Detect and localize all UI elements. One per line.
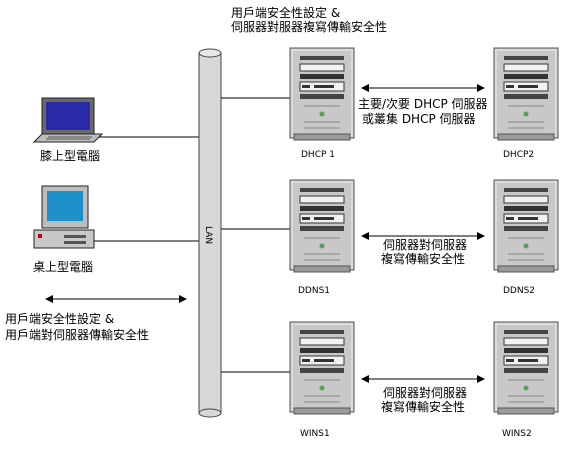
dhcp1-server-icon [289, 47, 355, 141]
wins1-server-icon [289, 321, 355, 415]
desktop-icon [33, 185, 95, 249]
lan-label: LAN [203, 226, 213, 244]
dhcp-link-line1: 主要/次要 DHCP 伺服器 [358, 97, 488, 111]
laptop-icon [32, 97, 104, 143]
ddns1-server-icon [289, 179, 355, 273]
ddns2-label: DDNS2 [503, 286, 535, 296]
dhcp-link-line2: 或叢集 DHCP 伺服器 [362, 111, 476, 126]
lan-security-note-line2: 伺服器對服器複寫傳輸安全性 [231, 19, 387, 34]
dhcp1-label: DHCP 1 [301, 150, 335, 160]
dhcp2-label: DHCP2 [503, 150, 534, 160]
ddns2-server-icon [493, 179, 559, 273]
client-security-note-line1: 用戶端安全性設定 & [5, 311, 114, 326]
wins-link-line1: 伺服器對伺服器 [383, 386, 467, 400]
ddns-link-line1: 伺服器對伺服器 [383, 238, 467, 252]
ddns-link-line2: 複寫傳輸安全性 [381, 251, 465, 266]
wins2-label: WINS2 [502, 429, 532, 439]
desktop-label: 桌上型電腦 [33, 259, 93, 274]
wins1-label: WINS1 [300, 429, 330, 439]
ddns1-label: DDNS1 [298, 286, 330, 296]
wins-link-line2: 複寫傳輸安全性 [381, 399, 465, 414]
dhcp2-server-icon [493, 47, 559, 141]
lan-security-note-line1: 用戶端安全性設定 & [231, 5, 340, 20]
wins2-server-icon [493, 321, 559, 415]
lan-connections [92, 97, 290, 373]
lan-backbone: LAN [198, 48, 222, 418]
laptop-label: 膝上型電腦 [40, 148, 100, 163]
client-security-note-line2: 用戶端對伺服器傳輸安全性 [5, 327, 149, 342]
